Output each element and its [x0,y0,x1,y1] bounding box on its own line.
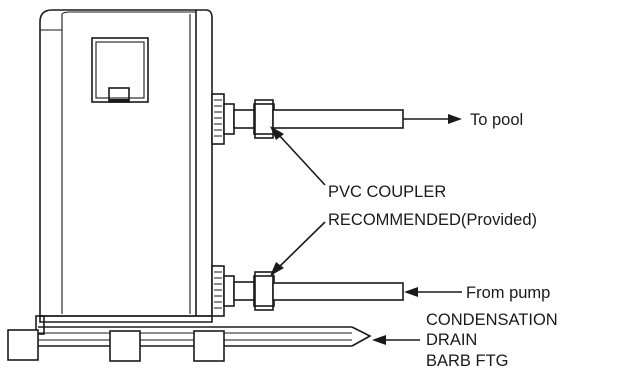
base-rail [7,315,372,362]
inlet-fitting [211,265,257,317]
label-to-pool: To pool [470,111,523,129]
label-coupler-line1: PVC COUPLER [328,183,446,201]
label-condensation-line2: DRAIN [426,331,477,349]
heat-pump-unit [39,9,213,323]
label-condensation-line1: CONDENSATION [426,311,558,329]
pipe-to-pool [272,109,462,129]
coupler-leader-lines [270,126,326,276]
drain-arrow [372,335,420,345]
lower-pvc-coupler [253,271,275,311]
label-coupler-line2: RECOMMENDED(Provided) [328,211,537,229]
label-from-pump: From pump [466,284,550,302]
pipe-from-pump [272,282,462,301]
label-condensation-line3: BARB FTG [426,352,509,370]
outlet-fitting [211,93,257,145]
control-panel [91,37,149,103]
upper-pvc-coupler [253,99,275,139]
